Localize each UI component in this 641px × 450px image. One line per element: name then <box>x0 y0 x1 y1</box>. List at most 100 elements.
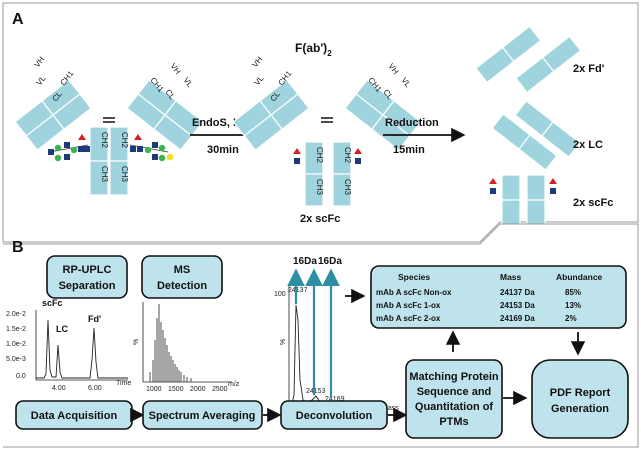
deconv-peak1-label: 24137 <box>288 287 308 294</box>
chrom-ytick-2: 1.0e-2 <box>6 341 26 348</box>
fab2-label: F(ab')2 <box>295 41 332 58</box>
table-cell-r2-mass: 24169 Da <box>500 314 535 323</box>
table-cell-r2-abundance: 2% <box>565 314 577 323</box>
rp-uplc-box <box>46 255 128 299</box>
deconv-xunit: mass <box>382 405 399 412</box>
data-acquisition-label: Data Acquisition <box>31 410 118 422</box>
ch2-label-1: CH2 <box>100 132 109 149</box>
table-cell-r1-abundance: 13% <box>565 301 581 310</box>
ms-xtick-0: 1000 <box>146 386 162 393</box>
scfc-count-label: 2x scFc <box>300 213 340 225</box>
table-cell-r1-mass: 24153 Da <box>500 301 535 310</box>
fab2-fragment: F(ab')2 VH CH1 VL CL CH1 VH CL VL <box>232 41 422 151</box>
ms-xtick-3: 2500 <box>212 386 228 393</box>
table-header-species: Species <box>398 272 430 282</box>
results-table: Species Mass Abundance mAb A scFc Non-ox… <box>370 265 627 329</box>
table-cell-r0-species: mAb A scFc Non-ox <box>376 288 452 297</box>
rp-uplc-line1: RP-UPLC <box>63 264 112 276</box>
ms-line1: MS <box>174 264 191 276</box>
ch3-label-2: CH3 <box>120 166 129 183</box>
fab2-vl-label: VL <box>252 74 265 88</box>
fab2-vh-label-r: VH <box>386 62 400 76</box>
peak-scfc-label: scFc <box>42 298 63 308</box>
peak-fd-label: Fd' <box>88 314 101 324</box>
scfc-ch2-b: CH2 <box>343 147 352 164</box>
matching-line3: Quantitation of <box>415 401 494 413</box>
panel-a-label: A <box>12 11 24 28</box>
chrom-ytick-1: 1.5e-2 <box>6 326 26 333</box>
table-header-abundance: Abundance <box>556 272 603 282</box>
chrom-xtick-1: 6.00 <box>88 385 102 392</box>
fab2-ch1-label: CH1 <box>276 69 293 88</box>
chrom-ytick-0: 2.0e-2 <box>6 311 26 318</box>
ms-box <box>141 255 223 299</box>
matching-box <box>405 359 503 439</box>
ch2-label-2: CH2 <box>120 132 129 149</box>
matching-line2: Sequence and <box>417 386 492 398</box>
panel-a: A VH CH1 VL CL CH1 VH CL VL <box>2 2 639 243</box>
chrom-ytick-3: 5.0e-3 <box>6 356 26 363</box>
shift-label-2: 16Da <box>318 256 342 267</box>
scfc-center: CH2 CH3 CH2 CH3 2x scFc <box>293 141 362 225</box>
table-header-mass: Mass <box>500 272 522 282</box>
scfc-ch2-a: CH2 <box>315 147 324 164</box>
scfc-ch3-b: CH3 <box>343 179 352 196</box>
deconvolution-box <box>280 400 388 430</box>
spectrum-averaging-box <box>142 400 263 430</box>
ms-yunit: % <box>133 339 140 345</box>
deconv-yunit: % <box>280 339 287 345</box>
step2-time: 15min <box>393 144 425 156</box>
panel-b-border <box>3 223 639 448</box>
step1-time: 30min <box>207 144 239 156</box>
intact-antibody: VH CH1 VL CL CH1 VH CL VL CH2 CH2 <box>14 55 204 196</box>
chrom-ytick-4: 0.0 <box>16 373 26 380</box>
fd-fragment: 2x Fd' <box>475 25 605 94</box>
fab2-vh-label: VH <box>250 55 264 69</box>
scfc-count-label-2: 2x scFc <box>573 197 613 209</box>
ch3-label-1: CH3 <box>100 166 109 183</box>
ms-line2: Detection <box>157 280 207 292</box>
scfc-right: 2x scFc <box>489 174 613 226</box>
pdf-line1: PDF Report <box>550 387 611 399</box>
spectrum-averaging-label: Spectrum Averaging <box>149 410 256 422</box>
table-cell-r2-species: mAb A scFc 2-ox <box>376 314 441 323</box>
rp-uplc-line2: Separation <box>59 280 116 292</box>
deconv-peak2-label: 24153 <box>306 388 326 395</box>
matching-line1: Matching Protein <box>409 371 499 383</box>
scfc-ch3-a: CH3 <box>315 179 324 196</box>
fd-count-label: 2x Fd' <box>573 63 605 75</box>
panel-b: B RP-UPLC Separation MS Detection 2.0e-2… <box>3 223 639 448</box>
chromatogram-plot: 2.0e-2 1.5e-2 1.0e-2 5.0e-3 0.0 4.00 6.0… <box>6 298 131 392</box>
lc-fragment: 2x LC <box>491 100 603 171</box>
ch3-left-domain <box>89 160 109 196</box>
panel-a-border <box>2 2 639 243</box>
table-cell-r1-species: mAb A scFc 1-ox <box>376 301 441 310</box>
domain-ch1-label: CH1 <box>58 69 75 88</box>
ms-xtick-1: 1500 <box>168 386 184 393</box>
pdf-line2: Generation <box>551 403 609 415</box>
panel-b-label: B <box>12 239 24 256</box>
domain-vl-label: VL <box>34 74 47 88</box>
domain-vh-label: VH <box>32 55 46 69</box>
deconv-peak3-label: 24169 <box>325 396 345 403</box>
chrom-xtick-0: 4.00 <box>52 385 66 392</box>
matching-line4: PTMs <box>439 416 468 428</box>
domain-vl-label-right: VL <box>181 76 194 90</box>
ms-xtick-2: 2000 <box>190 386 206 393</box>
ms-xunit: m/z <box>228 381 240 388</box>
ms-spectrum-plot: % 1000 1500 2000 2500 m/z <box>133 302 240 393</box>
peak-lc-label: LC <box>56 324 68 334</box>
glycan-right-icon <box>129 134 174 162</box>
fab2-vl-label-r: VL <box>399 76 412 90</box>
pdf-report-box <box>531 359 629 439</box>
glycan-left-icon <box>48 134 90 162</box>
shift-label-1: 16Da <box>293 256 317 267</box>
deconvolution-label: Deconvolution <box>296 410 373 422</box>
domain-vh-label-right: VH <box>168 62 182 76</box>
deconv-ytick-100: 100 <box>274 291 286 298</box>
chrom-xunit: Time <box>116 380 131 387</box>
lc-count-label: 2x LC <box>573 139 603 151</box>
table-cell-r0-abundance: 85% <box>565 288 581 297</box>
step2-label: Reduction <box>385 117 439 129</box>
